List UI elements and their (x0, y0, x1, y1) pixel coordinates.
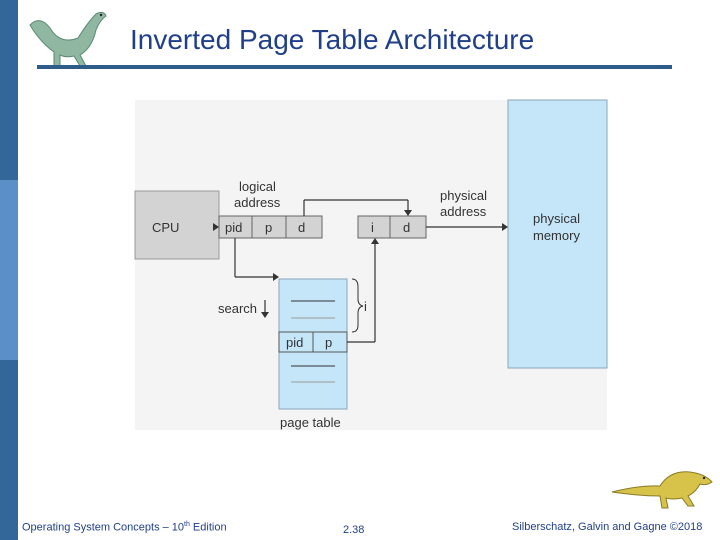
logical-d-label: d (298, 220, 305, 235)
physical-memory-box (507, 99, 608, 369)
sidebar-highlight-band (0, 180, 18, 360)
title-underline (37, 65, 672, 69)
cpu-box (134, 190, 220, 260)
dinosaur-logo-bottom (611, 471, 713, 509)
page-table-lines (291, 300, 335, 383)
arrowhead-to-i (371, 238, 379, 244)
arrowhead-search (261, 312, 269, 318)
arrowhead-to-physical-d (404, 210, 412, 216)
logical-pid-label: pid (225, 220, 242, 235)
physical-d-label: d (403, 220, 410, 235)
arrowhead-to-table (273, 273, 279, 281)
arrowhead-cpu-out (213, 223, 219, 231)
left-sidebar-band (0, 0, 18, 540)
footer-left-superscript: th (184, 521, 190, 528)
connectors (234, 199, 503, 343)
logical-p-label: p (265, 220, 272, 235)
cpu-label: CPU (152, 220, 179, 235)
physical-memory-label-line1: physical (533, 211, 580, 226)
physical-memory-label-line2: memory (533, 228, 580, 243)
table-p-label: p (325, 335, 332, 350)
physical-address-label-line1: physical (440, 188, 487, 203)
search-label: search (218, 301, 257, 316)
page-table-label: page table (280, 415, 341, 430)
physical-address-label-line2: address (440, 204, 487, 219)
dinosaur-logo-top (29, 11, 107, 67)
logical-address-label-line2: address (234, 195, 281, 210)
footer-page-number: 2.38 (343, 524, 365, 536)
index-label: i (364, 299, 367, 314)
index-brace (351, 278, 364, 333)
table-pid-label: pid (286, 335, 303, 350)
arrowheads (213, 210, 508, 318)
logical-address-label-line1: logical (239, 179, 276, 194)
footer-left-text: Operating System Concepts – 10 (22, 521, 185, 534)
physical-i-field (357, 215, 391, 239)
arrowhead-to-memory (502, 223, 508, 231)
footer-left-suffix: Edition (189, 521, 227, 534)
slide-title: Inverted Page Table Architecture (130, 24, 535, 55)
physical-i-label: i (371, 220, 374, 235)
footer-left: Operating System Concepts – 10th Edition (22, 521, 227, 534)
footer-right: Silberschatz, Galvin and Gagne ©2018 (512, 521, 703, 533)
